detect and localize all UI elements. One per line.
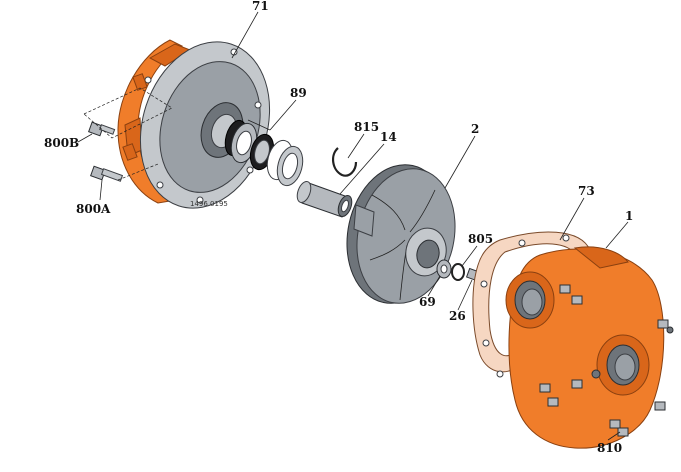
part-2-impeller — [346, 164, 456, 304]
callout-2: 2 — [471, 122, 479, 136]
leader-805 — [461, 245, 478, 267]
callout-71: 71 — [252, 0, 269, 13]
callout-800A: 800A — [76, 202, 111, 216]
leader-69 — [427, 275, 441, 297]
leader-2 — [444, 135, 476, 189]
leader-1 — [605, 221, 629, 249]
callout-810: 810 — [597, 441, 622, 455]
leader-800B — [77, 133, 93, 143]
callout-14: 14 — [380, 130, 397, 144]
callout-89: 89 — [290, 86, 307, 100]
part-89-mechanical-seal — [224, 119, 304, 187]
callout-labels: 71 89 815 14 2 805 73 1 800B 800A 69 26 … — [44, 0, 633, 455]
part-69-impeller-nut — [436, 259, 452, 279]
callout-26: 26 — [449, 309, 466, 323]
leader-810 — [607, 431, 621, 441]
part-800A-bolt — [90, 165, 124, 182]
part-805-washer — [451, 263, 465, 281]
leader-14 — [339, 143, 385, 195]
leader-lines — [77, 11, 629, 441]
part-14-shaft-sleeve — [296, 180, 353, 218]
leader-71 — [231, 11, 259, 59]
drawing-number: 1496 0195 — [190, 200, 228, 208]
part-71-back-cover — [117, 39, 271, 209]
callout-805: 805 — [468, 232, 493, 246]
leader-26 — [457, 279, 473, 311]
part-800B-bolt — [88, 121, 116, 137]
leader-89 — [247, 99, 297, 131]
leader-815 — [347, 133, 365, 159]
leader-800A — [99, 179, 103, 201]
callout-815: 815 — [354, 120, 379, 134]
callout-69: 69 — [419, 295, 436, 309]
800B-insert-path — [83, 87, 173, 139]
callout-1: 1 — [625, 209, 633, 223]
leader-73 — [559, 197, 585, 241]
800A-insert-path — [117, 163, 159, 181]
part-1-pump-casing — [505, 246, 674, 449]
callout-73: 73 — [578, 184, 595, 198]
callout-800B: 800B — [44, 136, 79, 150]
part-815-circlip — [332, 147, 358, 177]
